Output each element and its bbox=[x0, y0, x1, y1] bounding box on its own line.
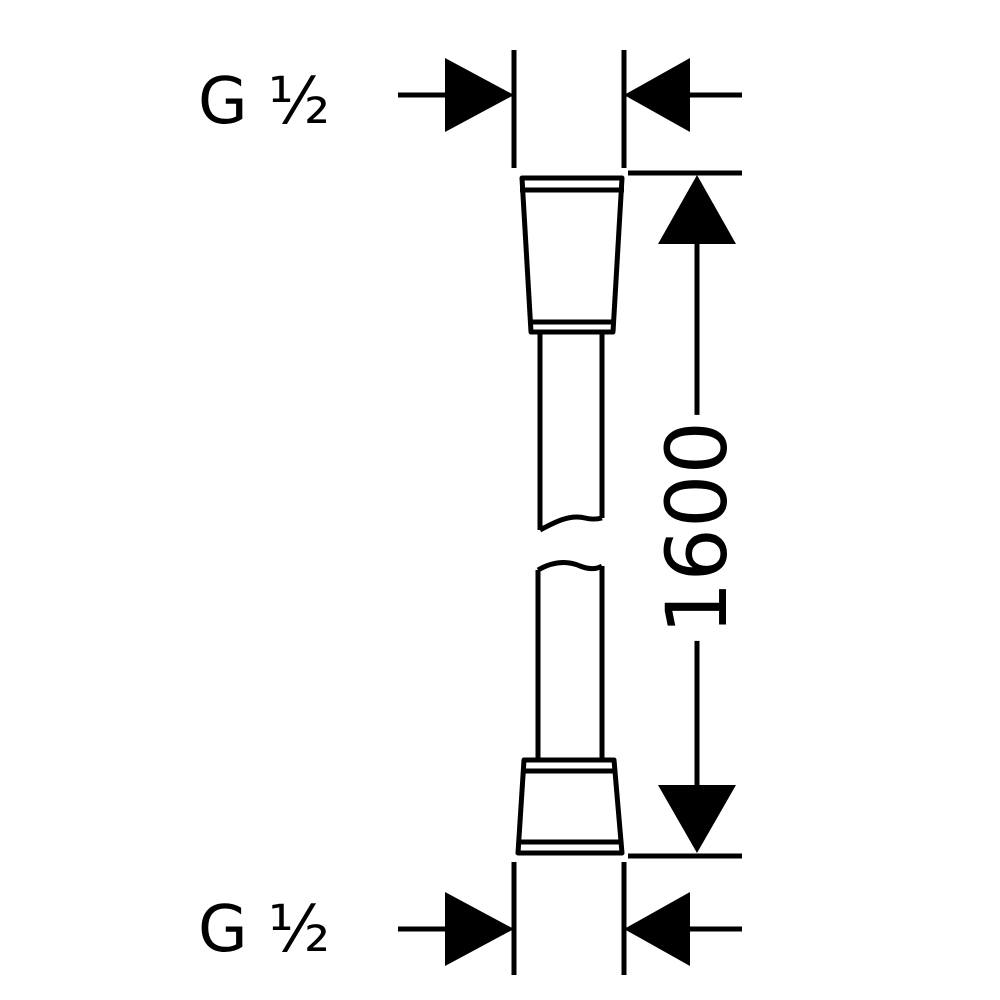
thread-size-top-label: G ½ bbox=[198, 65, 330, 139]
arrow-right-icon bbox=[445, 58, 514, 132]
top-connector-nut bbox=[519, 175, 625, 335]
bottom-connector-nut bbox=[515, 757, 625, 856]
arrow-left-icon bbox=[624, 58, 690, 132]
arrow-down-icon bbox=[658, 785, 736, 853]
arrow-left-icon bbox=[624, 892, 690, 966]
extension-lines bbox=[511, 50, 742, 975]
hose-lower-section bbox=[535, 560, 605, 760]
diameter-leader-lines bbox=[398, 92, 742, 932]
arrow-right-icon bbox=[445, 892, 514, 966]
hose-length-label: 1600 bbox=[648, 415, 746, 641]
hose-upper-section bbox=[537, 332, 605, 533]
arrow-up-icon bbox=[658, 175, 736, 244]
thread-size-bottom-label: G ½ bbox=[198, 893, 330, 967]
